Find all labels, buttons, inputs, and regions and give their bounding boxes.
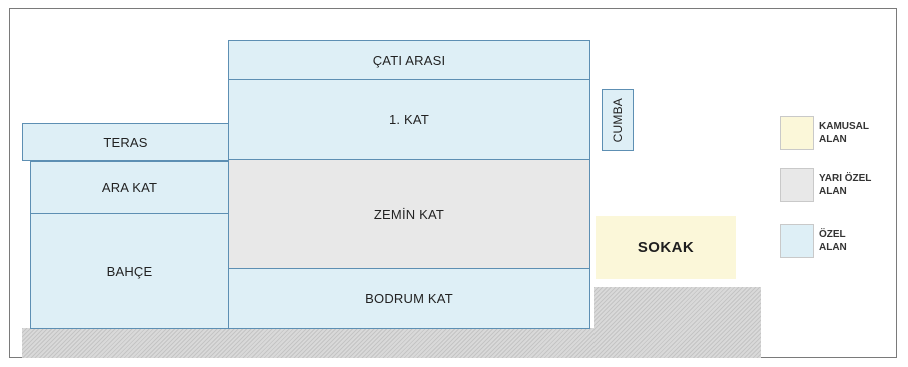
basement-floor-label: BODRUM KAT — [365, 291, 453, 306]
ground-under-house — [22, 328, 594, 358]
first-floor-label: 1. KAT — [389, 112, 429, 127]
mezzanine-floor: ARA KAT — [30, 161, 229, 214]
legend-label-private-line2: ALAN — [819, 242, 847, 253]
legend-label-private-line1: ÖZEL — [819, 229, 846, 240]
street-area: SOKAK — [596, 216, 736, 279]
street-label: SOKAK — [637, 239, 695, 256]
legend-item-private: ÖZEL ALAN — [780, 224, 891, 258]
legend-label-private: ÖZEL ALAN — [819, 228, 891, 254]
legend-item-semi-private: YARI ÖZEL ALAN — [780, 168, 891, 202]
legend-label-semi-private: YARI ÖZEL ALAN — [819, 172, 891, 198]
legend-label-semi-private-line1: YARI ÖZEL — [819, 173, 872, 184]
terrace-label: TERAS — [103, 134, 148, 150]
legend-label-public-line2: ALAN — [819, 134, 847, 145]
legend-swatch-semi-private — [780, 168, 814, 202]
legend-label-semi-private-line2: ALAN — [819, 186, 847, 197]
bay-window-label: CUMBA — [611, 97, 625, 143]
attic: ÇATI ARASI — [228, 40, 590, 80]
terrace: TERAS — [22, 123, 229, 161]
garden: BAHÇE — [30, 213, 229, 329]
legend-item-public: KAMUSAL ALAN — [780, 116, 891, 150]
ground-floor: ZEMİN KAT — [228, 159, 590, 269]
garden-label: BAHÇE — [106, 263, 153, 279]
ground-street — [594, 287, 761, 358]
first-floor: 1. KAT — [228, 79, 590, 160]
legend-label-public-line1: KAMUSAL — [819, 121, 869, 132]
attic-label: ÇATI ARASI — [372, 52, 446, 68]
ground-floor-label: ZEMİN KAT — [373, 206, 445, 222]
mezzanine-floor-label: ARA KAT — [101, 180, 158, 195]
legend-swatch-public — [780, 116, 814, 150]
legend-label-public: KAMUSAL ALAN — [819, 120, 891, 146]
legend-swatch-private — [780, 224, 814, 258]
bay-window: CUMBA — [602, 89, 634, 151]
basement-floor: BODRUM KAT — [228, 268, 590, 329]
